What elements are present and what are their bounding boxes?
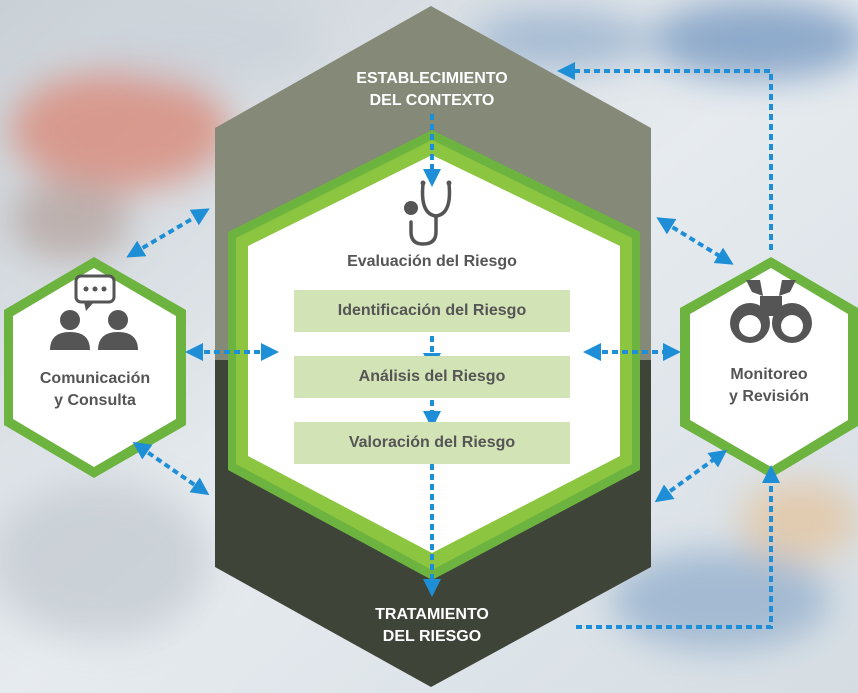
- step-valuation: Valoración del Riesgo: [294, 422, 570, 464]
- communication-hexagon: [13, 268, 176, 467]
- arrow-communication-treatment: [132, 441, 210, 496]
- assessment-title: Evaluación del Riesgo: [347, 253, 517, 270]
- treatment-label: TRATAMIENTO DEL RIESGO: [300, 604, 564, 648]
- stethoscope-icon: [404, 180, 452, 246]
- binoculars-icon: [730, 280, 812, 343]
- context-label: ESTABLECIMIENTO DEL CONTEXTO: [300, 68, 564, 112]
- communication-line2: y Consulta: [54, 392, 136, 409]
- arrow-monitoring-to-context: [557, 62, 773, 250]
- communication-line1: Comunicación: [39, 370, 151, 387]
- arrow-monitoring-treatment: [654, 449, 728, 503]
- arrow-treatment-to-monitoring: [576, 465, 780, 629]
- context-line2: DEL CONTEXTO: [369, 92, 495, 109]
- communication-label: Comunicación y Consulta: [14, 368, 176, 412]
- step-analysis: Análisis del Riesgo: [294, 356, 570, 398]
- monitoring-line2: y Revisión: [728, 388, 810, 405]
- monitoring-label: Monitoreo y Revisión: [690, 364, 848, 408]
- monitoring-line1: Monitoreo: [730, 366, 808, 383]
- arrow-monitoring-context: [656, 217, 734, 265]
- context-line1: ESTABLECIMIENTO: [356, 70, 508, 87]
- treatment-line2: DEL RIESGO: [382, 628, 482, 645]
- people-chat-icon: [50, 274, 138, 350]
- treatment-line1: TRATAMIENTO: [375, 606, 489, 623]
- arrow-communication-context: [126, 208, 210, 258]
- step-identification: Identificación del Riesgo: [294, 290, 570, 332]
